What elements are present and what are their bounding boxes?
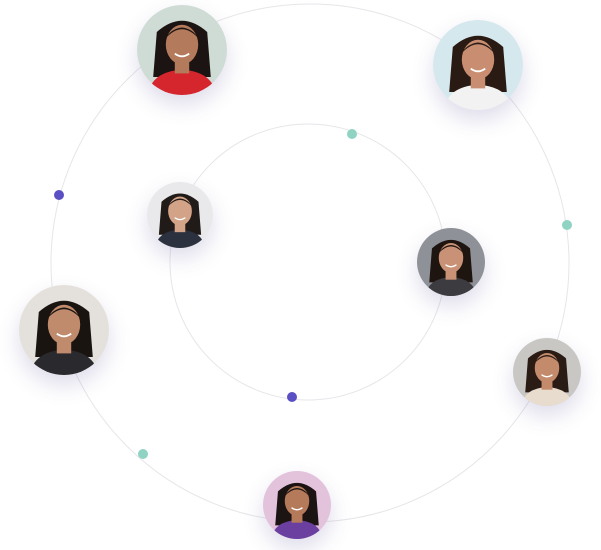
orbit-dot-teal [138, 449, 148, 459]
inner-orbit [169, 123, 447, 401]
orbit-dot-purple [54, 190, 64, 200]
avatar [19, 285, 109, 375]
avatar [147, 182, 213, 248]
avatar [137, 5, 227, 95]
person-portrait [147, 182, 213, 248]
orbit-dot-teal [347, 129, 357, 139]
person-portrait [137, 5, 227, 95]
orbit-dot-teal [562, 220, 572, 230]
avatar [513, 338, 581, 406]
person-portrait [19, 285, 109, 375]
person-portrait [433, 20, 523, 110]
avatar [263, 471, 331, 539]
avatar [433, 20, 523, 110]
person-portrait [513, 338, 581, 406]
person-portrait [417, 228, 485, 296]
person-portrait [263, 471, 331, 539]
orbit-dot-purple [287, 392, 297, 402]
avatar [417, 228, 485, 296]
